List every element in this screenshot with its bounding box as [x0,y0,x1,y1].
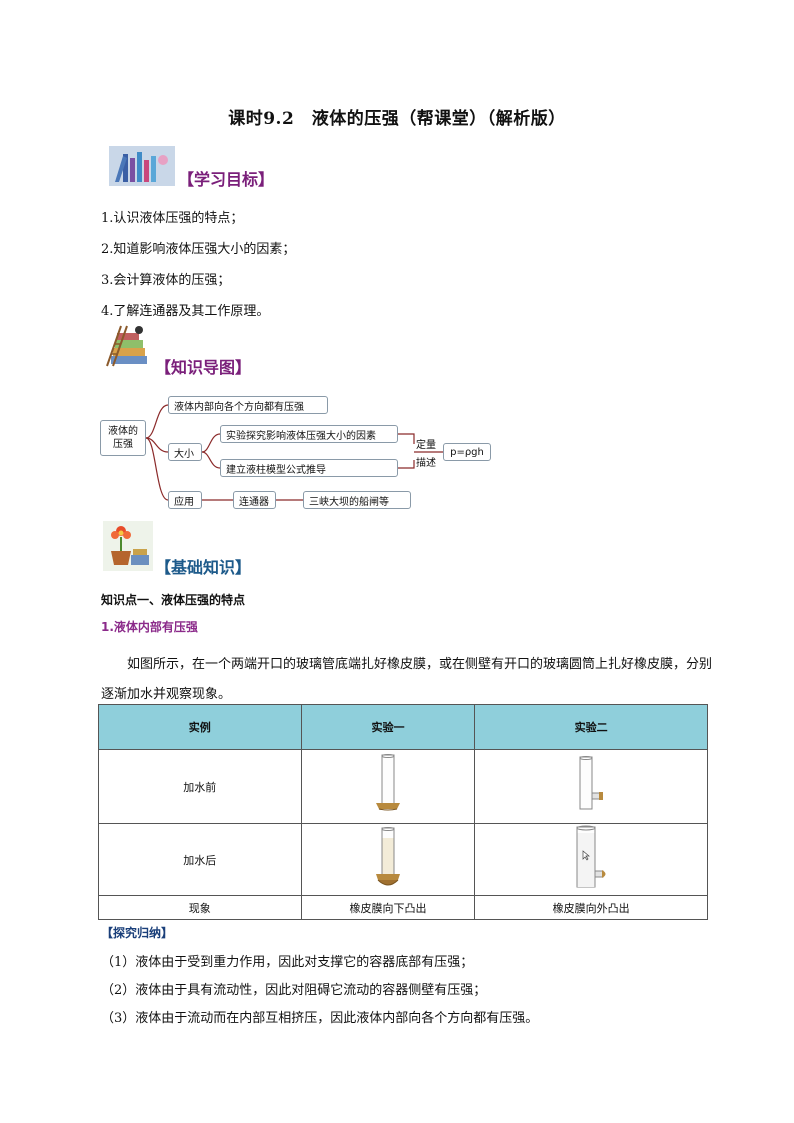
cylinder-side-before-figure [474,749,708,824]
objective-item: 2.知道影响液体压强大小的因素； [101,242,296,257]
table-row: 现象 橡皮膜向下凸出 橡皮膜向外凸出 [98,895,708,920]
objective-item: 1.认识液体压强的特点； [101,211,244,226]
mindmap-node-shiplock: 三峡大坝的船闸等 [303,491,411,509]
summary-heading: 【探究归纳】 [101,926,174,940]
mindmap-label-quantitative: 定量 [416,440,436,451]
knowledge-paragraph: 如图所示，在一个两端开口的玻璃管底端扎好橡皮膜，或在侧壁有开口的玻璃圆筒上扎好橡… [101,657,713,702]
mindmap-node-magnitude: 大小 [168,443,202,461]
experiment-table: 实例 实验一 实验二 加水前 加水后 [98,704,708,920]
objectives-heading: 【学习目标】 [178,170,275,189]
tube-bottom-after-figure [300,823,476,896]
table-cell: 橡皮膜向下凸出 [300,895,476,920]
mindmap-node-connector: 连通器 [233,491,276,509]
knowledge-point-title: 知识点一、液体压强的特点 [101,593,246,607]
table-header-cell: 实例 [98,704,302,750]
mind-map: 液体的压强 液体内部向各个方向都有压强 大小 实验探究影响液体压强大小的因素 建… [98,388,508,518]
table-header-row: 实例 实验一 实验二 [98,704,708,750]
mindmap-label-describe: 描述 [416,458,436,469]
objective-item: 4.了解连通器及其工作原理。 [101,304,270,319]
knowledge-subheading: 1.液体内部有压强 [101,620,198,634]
mindmap-node-inner-pressure: 液体内部向各个方向都有压强 [168,396,328,414]
mindmap-heading: 【知识导图】 [155,358,252,377]
table-header-cell: 实验二 [474,704,708,750]
table-row: 加水前 [98,749,708,824]
table-cell-label: 现象 [98,895,302,920]
books-illustration-icon [109,146,175,188]
basics-heading: 【基础知识】 [155,558,252,577]
table-cell-label: 加水后 [98,823,302,896]
cylinder-side-after-figure [474,823,708,896]
table-cell: 橡皮膜向外凸出 [474,895,708,920]
summary-item: （2）液体由于具有流动性，因此对阻碍它流动的容器侧壁有压强； [101,983,487,998]
table-cell-label: 加水前 [98,749,302,824]
table-header-cell: 实验一 [300,704,476,750]
mindmap-node-model: 建立液柱模型公式推导 [220,459,398,477]
mindmap-node-application: 应用 [168,491,202,509]
flower-pot-icon [103,521,153,571]
mindmap-root: 液体的压强 [100,420,146,456]
objective-item: 3.会计算液体的压强； [101,273,231,288]
summary-item: （3）液体由于流动而在内部互相挤压，因此液体内部向各个方向都有压强。 [101,1011,539,1026]
page-title: 课时9.2 液体的压强（帮课堂）（解析版） [228,109,566,129]
mindmap-node-experiment: 实验探究影响液体压强大小的因素 [220,425,398,443]
book-stack-ladder-icon [103,324,153,368]
mindmap-node-formula: p=ρgh [443,443,491,461]
tube-bottom-before-figure [300,749,476,824]
table-row: 加水后 [98,823,708,896]
summary-item: （1）液体由于受到重力作用，因此对支撑它的容器底部有压强； [101,955,474,970]
